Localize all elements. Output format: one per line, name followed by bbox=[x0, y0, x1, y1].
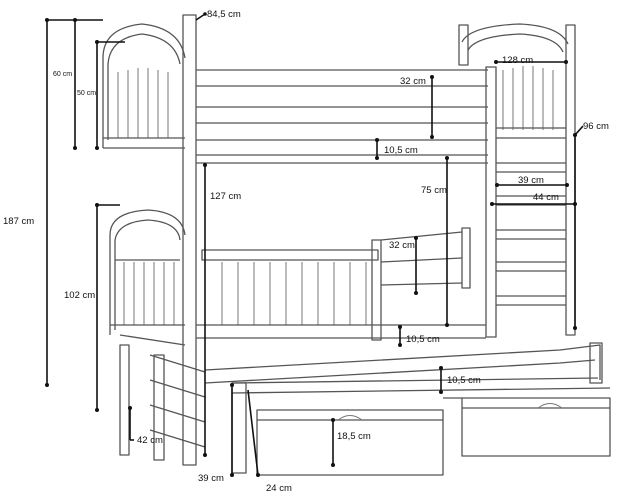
front-left-post bbox=[182, 14, 197, 466]
label-foot-depth: 42 cm bbox=[137, 435, 163, 446]
top-headboard bbox=[102, 23, 186, 149]
label-top-rail-width: 128 cm bbox=[502, 55, 533, 66]
label-top-headboard-height: 60 cm bbox=[53, 71, 72, 78]
label-trundle-gap: 10,5 cm bbox=[447, 375, 481, 386]
dimension-lines bbox=[45, 12, 584, 477]
label-slat-gap-lower: 10,5 cm bbox=[406, 334, 440, 345]
label-ladder-step: 39 cm bbox=[518, 175, 544, 186]
label-slat-gap-top: 10,5 cm bbox=[384, 145, 418, 156]
dimension-labels: 84,5 cm 60 cm 50 cm 187 cm 128 cm 32 cm … bbox=[3, 9, 609, 494]
label-total-height: 187 cm bbox=[3, 216, 34, 227]
label-base-height: 39 cm bbox=[198, 473, 224, 484]
trundle bbox=[149, 342, 611, 474]
lower-headboard bbox=[109, 209, 186, 456]
label-top-post-width: 84,5 cm bbox=[207, 9, 241, 20]
label-base-depth: 24 cm bbox=[266, 483, 292, 494]
label-lower-bed-height: 102 cm bbox=[64, 290, 95, 301]
drawers bbox=[256, 397, 611, 476]
label-under-height: 75 cm bbox=[421, 185, 447, 196]
lower-guard bbox=[196, 227, 486, 341]
ladder bbox=[496, 162, 566, 306]
label-right-depth: 96 cm bbox=[583, 121, 609, 132]
label-ladder-width: 44 cm bbox=[533, 192, 559, 203]
label-lower-guard-height: 32 cm bbox=[389, 240, 415, 251]
front-right-post bbox=[485, 66, 497, 338]
label-drawer-height: 18,5 cm bbox=[337, 431, 371, 442]
label-top-guard-height: 32 cm bbox=[400, 76, 426, 87]
label-post-height-mid: 127 cm bbox=[210, 191, 241, 202]
upper-deck bbox=[196, 69, 488, 164]
label-top-headboard-inner: 50 cm bbox=[77, 90, 96, 97]
bed-structure bbox=[102, 14, 611, 476]
